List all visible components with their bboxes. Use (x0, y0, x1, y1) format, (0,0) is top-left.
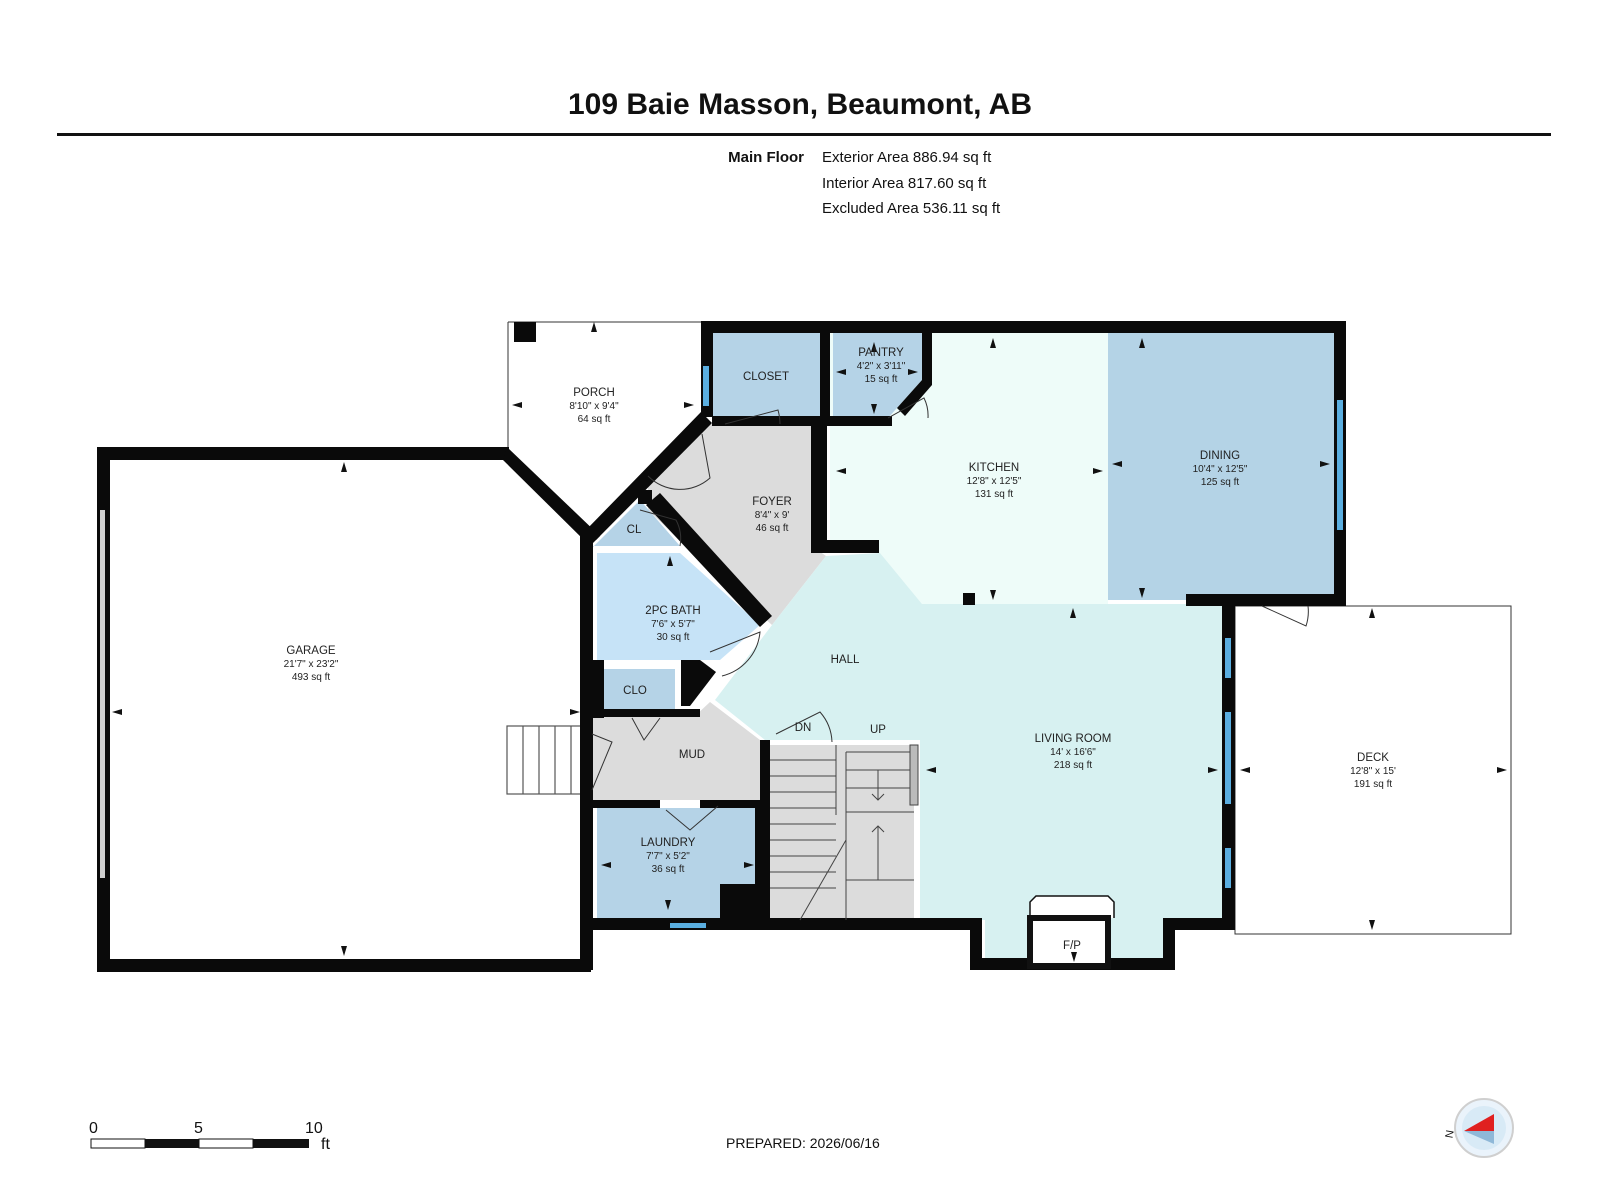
page-title: 109 Baie Masson, Beaumont, AB (567, 88, 1033, 121)
mud-fill (592, 702, 760, 800)
mud-name: MUD (679, 749, 705, 761)
scale-tick-0: 0 (89, 1120, 98, 1137)
dining-area: 125 sq ft (1201, 477, 1240, 488)
deck-dims: 12'8" x 15' (1350, 766, 1396, 777)
living-name: LIVING ROOM (1035, 733, 1112, 745)
stairs-fill (770, 745, 914, 920)
exterior-area: Exterior Area 886.94 sq ft (822, 149, 992, 166)
kitchen-area: 131 sq ft (975, 489, 1014, 500)
garage-dims: 21'7" x 23'2" (284, 659, 339, 670)
pantry-dims: 4'2" x 3'11" (857, 361, 906, 372)
porch-dims: 8'10" x 9'4" (569, 401, 619, 412)
excluded-area: Excluded Area 536.11 sq ft (822, 200, 1001, 217)
pantry-name: PANTRY (858, 347, 904, 359)
porch-area: 64 sq ft (578, 414, 611, 425)
foyer-name: FOYER (752, 496, 792, 508)
scale-tick-10: 10 (305, 1120, 323, 1137)
bath-area: 30 sq ft (657, 632, 690, 643)
deck-name: DECK (1357, 752, 1389, 764)
laundry-name: LAUNDRY (641, 837, 696, 849)
foyer-area: 46 sq ft (756, 523, 789, 534)
garage-fill (100, 455, 588, 970)
pantry-area: 15 sq ft (865, 374, 898, 385)
living-dims: 14' x 16'6" (1050, 747, 1096, 758)
pantry-fill (833, 333, 922, 418)
dining-fill (1108, 333, 1335, 600)
closet-fill (712, 333, 820, 419)
living-area: 218 sq ft (1054, 760, 1093, 771)
dining-dims: 10'4" x 12'5" (1193, 464, 1248, 475)
deck-area: 191 sq ft (1354, 779, 1393, 790)
door-swings (591, 397, 1309, 831)
walls (97, 321, 1346, 972)
compass-icon (1454, 1098, 1514, 1158)
up-label: UP (870, 724, 886, 736)
bath-dims: 7'6" x 5'7" (651, 619, 695, 630)
laundry-dims: 7'7" x 5'2" (646, 851, 690, 862)
floor-label: Main Floor (728, 149, 804, 166)
bath-fill (597, 553, 760, 660)
hall-name: HALL (831, 654, 860, 666)
cl-name: CL (627, 524, 642, 536)
compass-label: N (1444, 1129, 1457, 1139)
deck-fill (1234, 605, 1512, 935)
garage-area: 493 sq ft (292, 672, 331, 683)
scale-unit: ft (321, 1136, 330, 1153)
bath-name: 2PC BATH (645, 605, 700, 617)
windows (100, 366, 1343, 928)
prepared-date: PREPARED: 2026/06/16 (726, 1135, 880, 1151)
foyer-dims: 8'4" x 9' (755, 510, 790, 521)
garage-name: GARAGE (286, 645, 336, 657)
fireplace (1027, 895, 1115, 969)
clo-name: CLO (623, 685, 647, 697)
dining-name: DINING (1200, 450, 1240, 462)
cl-fill (592, 500, 680, 548)
room-labels: PORCH 8'10" x 9'4" 64 sq ft CLOSET PANTR… (284, 347, 1396, 952)
scale-tick-5: 5 (194, 1120, 203, 1137)
foyer-fill (648, 424, 826, 625)
kitchen-name: KITCHEN (969, 462, 1019, 474)
closet-name: CLOSET (743, 371, 789, 383)
entry-steps (506, 725, 588, 795)
interior-area: Interior Area 817.60 sq ft (822, 175, 987, 192)
dn-label: DN (795, 722, 812, 734)
fp-label: F/P (1063, 940, 1081, 952)
laundry-area: 36 sq ft (652, 864, 685, 875)
porch-name: PORCH (573, 387, 615, 399)
title-rule (57, 133, 1551, 136)
scale-bar (90, 1138, 309, 1149)
staircase (770, 744, 919, 921)
clo-fill (597, 669, 675, 711)
hall-fill (715, 553, 1228, 966)
dimension-arrows (112, 322, 1507, 962)
kitchen-dims: 12'8" x 12'5" (967, 476, 1022, 487)
porch-fill (508, 322, 701, 530)
porch-outline (507, 321, 701, 452)
